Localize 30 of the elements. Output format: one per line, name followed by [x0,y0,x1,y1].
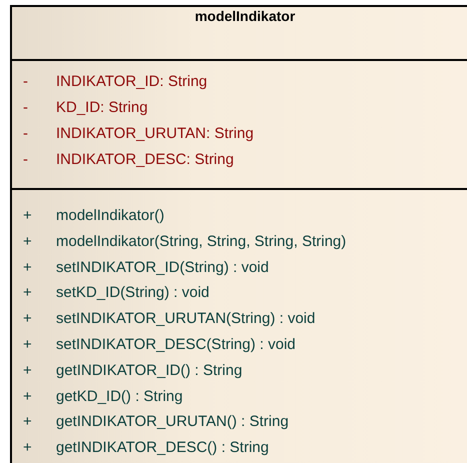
class-name: modelIndikator [194,7,296,25]
visibility-marker: + [23,258,32,277]
visibility-marker: + [23,310,32,328]
operation-text: setINDIKATOR_URUTAN(String) : void [56,310,316,328]
visibility-marker: + [23,362,32,380]
visibility-marker: - [23,73,28,91]
attribute-text: INDIKATOR_URUTAN: String [56,125,254,143]
visibility-marker: + [23,439,32,458]
operation-text: getINDIKATOR_URUTAN() : String [56,413,289,432]
attribute-text: INDIKATOR_DESC: String [56,151,234,169]
attribute-text: INDIKATOR_ID: String [56,73,208,91]
visibility-marker: + [23,336,32,354]
visibility-marker: + [23,207,32,225]
operation-text: setKD_ID(String) : void [56,284,210,302]
visibility-marker: - [23,151,28,169]
operation-text: getKD_ID() : String [56,388,183,406]
class-box [10,5,467,463]
visibility-marker: - [23,125,28,143]
operation-text: getINDIKATOR_DESC() : String [56,439,269,458]
visibility-marker: - [23,99,28,117]
visibility-marker: + [23,413,32,432]
visibility-marker: + [23,284,32,302]
visibility-marker: + [23,232,32,251]
visibility-marker: + [23,388,32,406]
operation-text: setINDIKATOR_ID(String) : void [56,258,269,277]
operation-text: getINDIKATOR_ID() : String [56,362,242,380]
operation-text: modelIndikator(String, String, String, String) [56,232,346,251]
operation-text: setINDIKATOR_DESC(String) : void [56,336,296,354]
operation-text: modelIndikator() [56,207,164,225]
attribute-text: KD_ID: String [56,99,148,117]
